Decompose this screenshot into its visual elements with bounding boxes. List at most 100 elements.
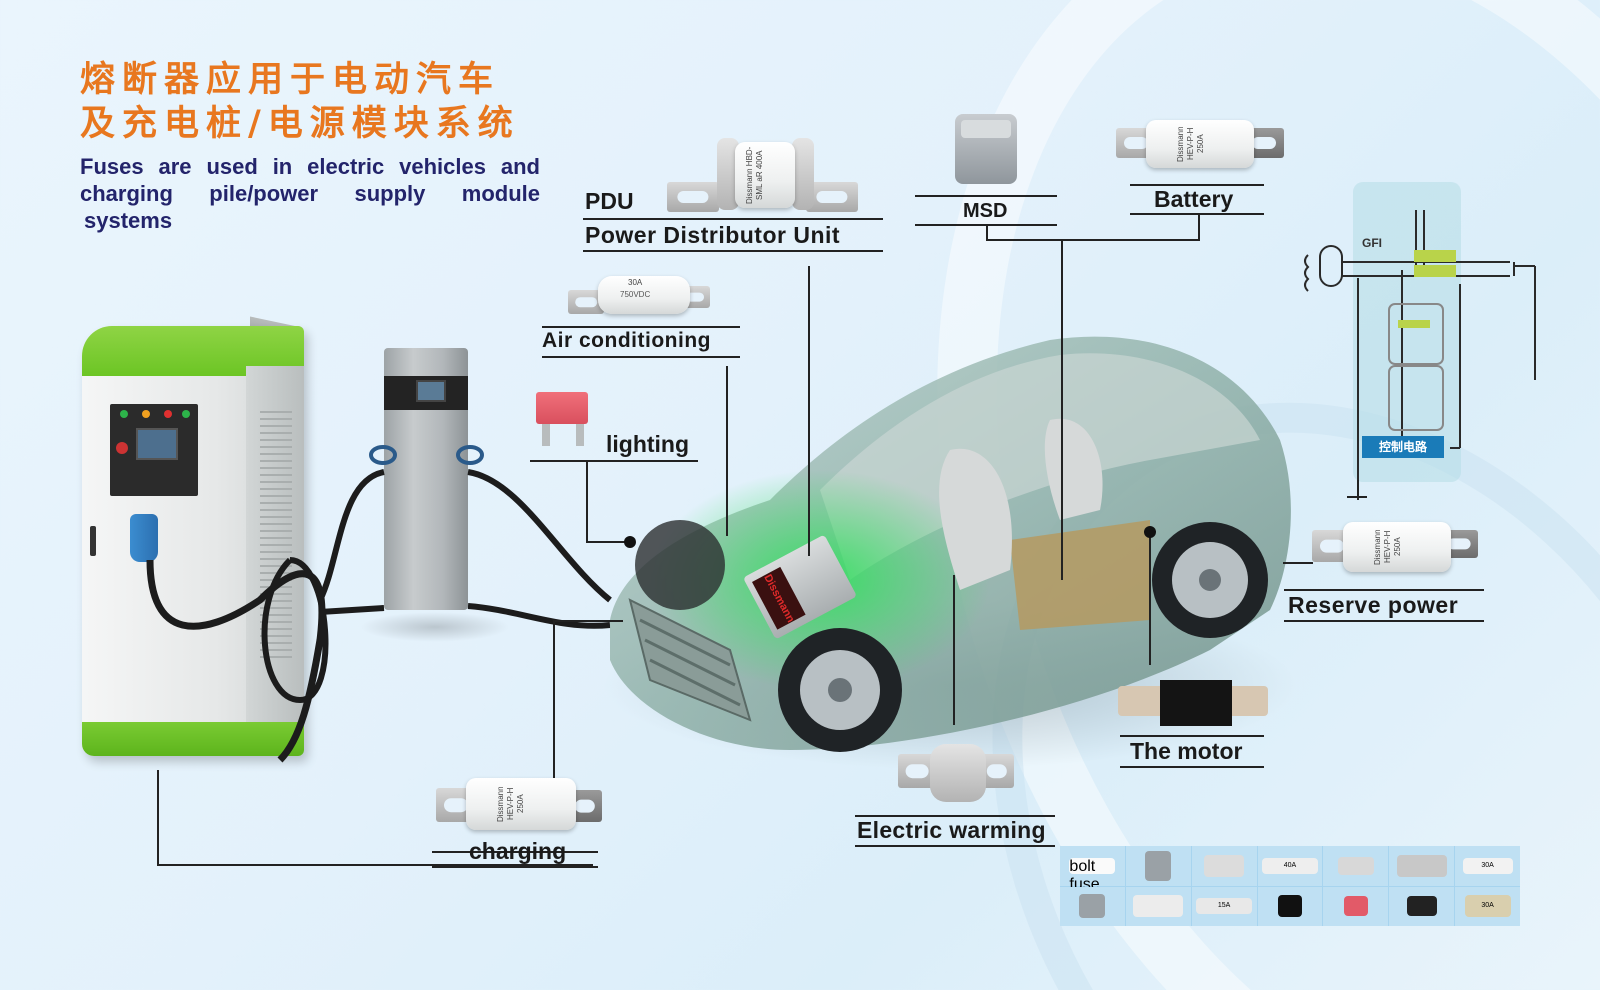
product-thumb: blade fuse (1323, 886, 1389, 926)
product-thumb: bolt fuse (1323, 846, 1389, 886)
connector-line-charging (553, 620, 555, 788)
product-thumb-label: bolt fuse (1069, 857, 1116, 893)
status-led-green-2 (182, 410, 190, 418)
ground-icon (1347, 496, 1367, 498)
relay-switch-2 (1414, 265, 1456, 277)
divider (855, 815, 1055, 817)
product-thumb-label: flat fuse (1133, 895, 1184, 918)
label-lighting: lighting (606, 431, 690, 457)
ac-fuse-rating: 30A (628, 278, 643, 287)
label-pdu: PDU (585, 188, 634, 214)
reserve-fuse-marking: Dissmann HEV-P-H 250A (1373, 529, 1402, 565)
charging-fuse-marking: Dissmann HEV-P-H 250A (496, 786, 525, 822)
warming-fuse-tab-left (898, 754, 936, 788)
product-thumb-label: bolt fuse (1337, 856, 1374, 875)
title-english-line3: systems (84, 208, 173, 233)
product-thumb-label: 30A (1462, 857, 1513, 874)
divider (432, 851, 598, 853)
divider (583, 250, 883, 252)
divider (542, 326, 740, 328)
connector-dot (1144, 526, 1156, 538)
title-chinese-line2: 及充电桩/电源模块系统 (80, 104, 520, 144)
charger-control-panel (110, 404, 198, 496)
label-charging: charging (469, 838, 567, 864)
connector-line (986, 224, 988, 240)
pdu-fuse-cap (792, 138, 814, 210)
pdu-fuse-marking: Dissmann HBD-SML aR 400A (745, 146, 764, 204)
charging-nozzle-icon (130, 514, 158, 562)
product-thumb: strip fuse (1257, 886, 1323, 926)
connector-line-motor (1149, 530, 1151, 665)
product-range-strip: bolt fuse square fuse round bolt fuse 40… (1060, 846, 1520, 926)
divider (1130, 184, 1264, 186)
reserve-power-fuse: Dissmann HEV-P-H 250A (1343, 522, 1451, 572)
connector-dot (624, 536, 636, 548)
label-msd: MSD (963, 200, 1008, 222)
connector-line-warming (953, 575, 955, 725)
product-thumb: flat fuse (1125, 886, 1191, 926)
divider (915, 195, 1057, 197)
connector-line (553, 620, 623, 622)
title-english-line1: Fuses are used in electric vehicles and (80, 154, 540, 179)
status-led-red (164, 410, 172, 418)
product-thumb: 15A (1191, 886, 1257, 926)
connector-line (157, 864, 593, 866)
divider (1284, 620, 1484, 622)
battery-fuse-marking: Dissmann HEV-P-H 250A (1176, 126, 1205, 162)
connector-line (586, 541, 630, 543)
product-thumb: flange fuse (1389, 846, 1455, 886)
battery-fuse: Dissmann HEV-P-H 250A (1146, 120, 1254, 168)
label-the-motor: The motor (1130, 738, 1243, 764)
divider (1284, 589, 1484, 591)
pdu-fuse-tab-right (806, 182, 858, 212)
divider (1120, 735, 1264, 737)
divider (1120, 766, 1264, 768)
connector-line (986, 239, 1200, 241)
status-led-green (120, 410, 128, 418)
divider (432, 866, 598, 868)
product-thumb: round bolt fuse (1191, 846, 1257, 886)
battery-fuse-tab-right (1244, 128, 1284, 158)
charging-fuse: Dissmann HEV-P-H 250A (466, 778, 576, 830)
pdu-fuse: Dissmann HBD-SML aR 400A (735, 142, 795, 208)
label-battery: Battery (1154, 186, 1234, 212)
charger-screen (136, 428, 178, 460)
label-reserve-power: Reserve power (1288, 592, 1459, 618)
blade-fuse-leg (576, 424, 584, 446)
pillar-shadow (360, 612, 510, 642)
electric-warming-fuse (930, 744, 986, 802)
divider (1130, 213, 1264, 215)
product-thumb-label: square fuse (1145, 850, 1172, 881)
label-gfi: GFI (1362, 236, 1382, 250)
connector-line-pdu (808, 266, 810, 556)
product-thumb: strip fuse (1389, 886, 1455, 926)
title-english: Fuses are used in electric vehicles and … (80, 153, 540, 234)
divider (542, 356, 740, 358)
ac-charging-pillar (384, 348, 468, 610)
relay-switch-3 (1398, 320, 1430, 328)
product-thumb-label: 40A (1261, 857, 1318, 874)
product-thumb-label: flange fuse (1396, 854, 1447, 877)
label-air-conditioning: Air conditioning (542, 329, 711, 352)
divider (530, 460, 698, 462)
ground-line (1357, 480, 1359, 498)
relay-switch-1 (1414, 250, 1456, 262)
dc-charging-pile (82, 326, 304, 756)
product-thumb-label: round bolt fuse (1204, 854, 1245, 877)
connector-line-ac (726, 366, 728, 536)
title-chinese-line1: 熔断器应用于电动汽车 (80, 60, 501, 100)
connector-line (1198, 214, 1200, 240)
blade-fuse-leg (542, 424, 550, 446)
product-thumb-label: 15A (1196, 898, 1253, 915)
connector-line-lighting (586, 460, 588, 542)
title-english-line2: charging pile/power supply module (80, 181, 540, 206)
ac-fuse-voltage: 750VDC (620, 290, 651, 299)
door-handle (90, 526, 96, 556)
connector-line-msd-battery (1061, 240, 1063, 580)
pdu-fuse-cap (717, 138, 739, 210)
label-power-distributor-unit: Power Distributor Unit (585, 222, 841, 248)
divider (583, 218, 883, 220)
product-thumb-label: strip fuse (1406, 896, 1437, 917)
connector-line-reserve (1283, 562, 1313, 564)
pillar-screen (416, 380, 446, 402)
